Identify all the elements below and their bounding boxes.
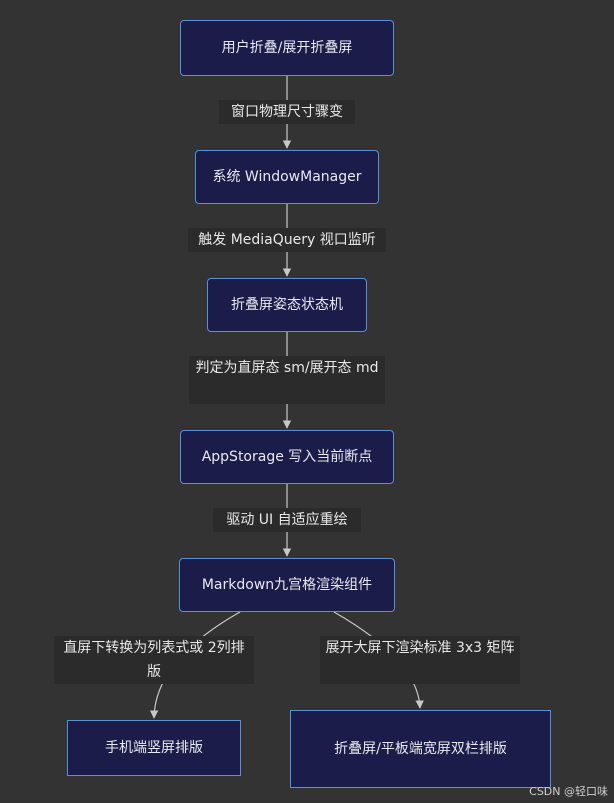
node-markdown-grid: Markdown九宫格渲染组件: [179, 558, 395, 612]
node-phone-layout: 手机端竖屏排版: [67, 720, 241, 776]
node-user-fold: 用户折叠/展开折叠屏: [180, 20, 394, 76]
edge-label-portrait-list: 直屏下转换为列表式或 2列排版: [54, 636, 254, 684]
node-fold-state-machine: 折叠屏姿态状态机: [207, 278, 367, 332]
node-window-manager: 系统 WindowManager: [195, 150, 379, 204]
edge-label-ui-redraw: 驱动 UI 自适应重绘: [213, 508, 361, 532]
csdn-watermark: CSDN @轻口味: [529, 785, 608, 798]
edge-label-landscape-grid: 展开大屏下渲染标准 3x3 矩阵: [320, 636, 520, 684]
edge-label-window-size-change: 窗口物理尺寸骤变: [219, 100, 355, 124]
edge-label-breakpoint-judge: 判定为直屏态 sm/展开态 md: [189, 356, 385, 404]
node-foldable-tablet-layout: 折叠屏/平板端宽屏双栏排版: [290, 710, 551, 788]
edge-label-mediaquery: 触发 MediaQuery 视口监听: [188, 228, 386, 252]
node-appstorage: AppStorage 写入当前断点: [180, 430, 394, 484]
